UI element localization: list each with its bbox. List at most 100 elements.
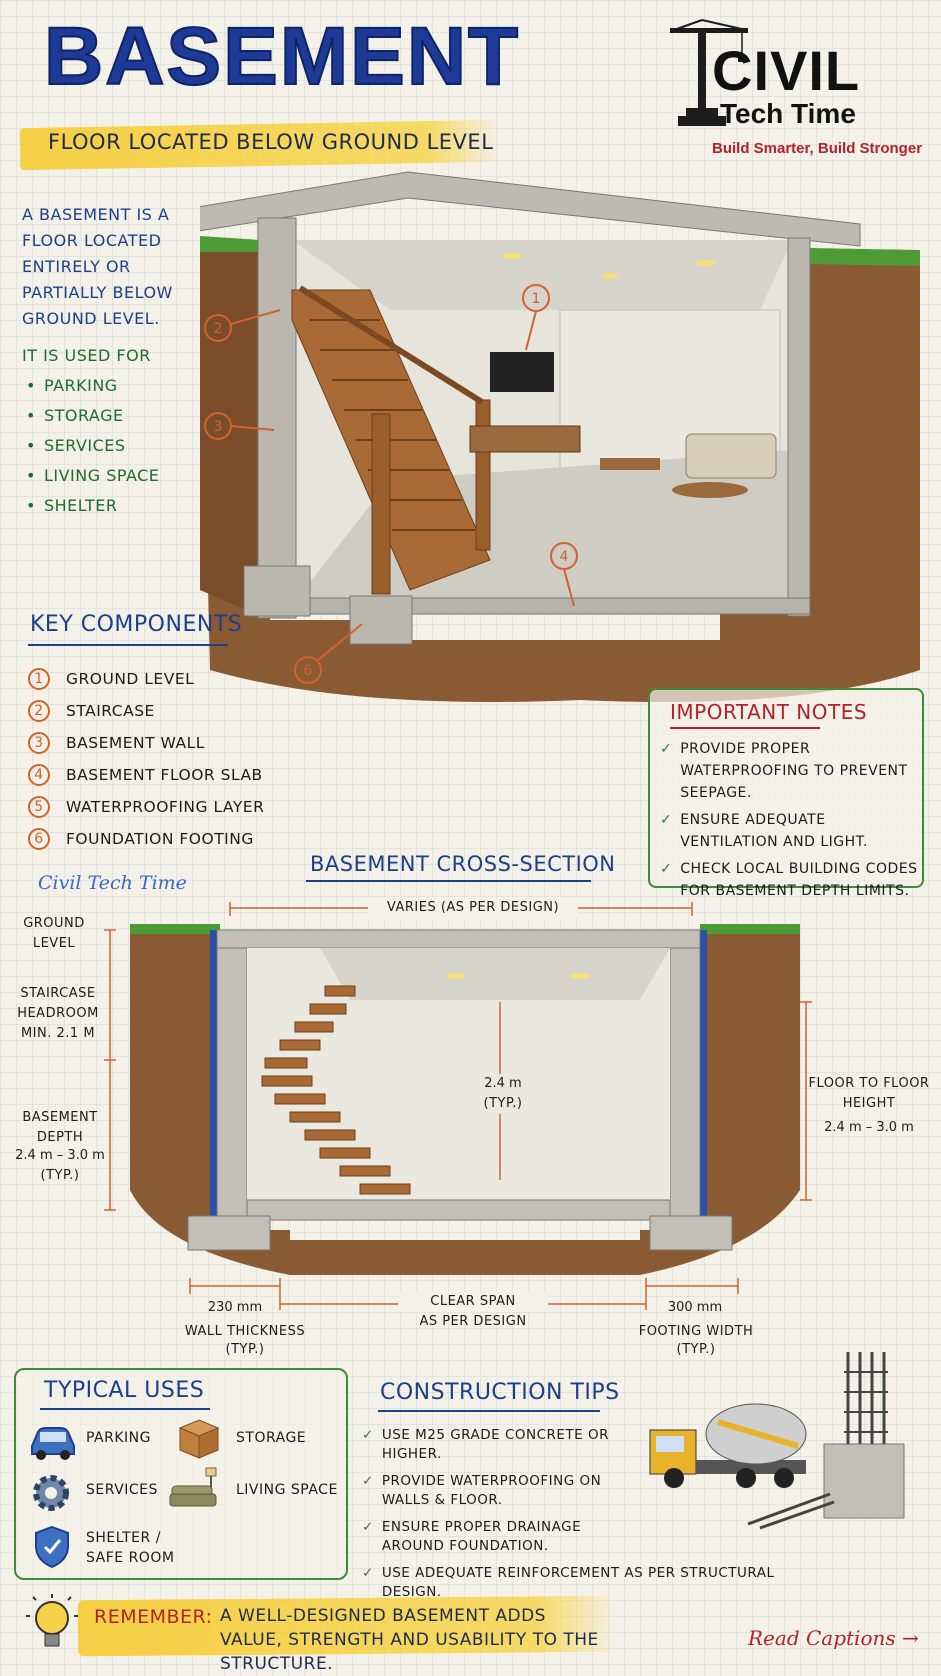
check-icon: ✓ [362,1565,374,1581]
uses-heading: IT IS USED FOR [22,346,151,365]
basement-wall-right [787,237,811,617]
tv [490,352,554,392]
use-label-shelter: SHELTER / [86,1530,161,1546]
list-item: ✓ USE ADEQUATE REINFORCEMENT AS PER STRUC… [362,1564,812,1602]
use-label-parking: PARKING [86,1430,151,1446]
number-badge: 2 [28,700,50,722]
gear-icon [33,1475,69,1511]
soil-mass [200,250,920,702]
typical-uses-box [14,1368,348,1580]
use-label-living-space: LIVING SPACE [236,1482,338,1498]
important-notes-box [648,688,924,888]
side-table [672,482,748,498]
cross-section-underline [306,880,591,882]
important-notes-title: IMPORTANT NOTES [670,700,868,724]
list-item: STORAGE [26,406,159,436]
cross-section-title: BASEMENT CROSS-SECTION [310,852,616,876]
intro-text: A BASEMENT IS A FLOOR LOCATED ENTIRELY O… [22,205,173,328]
cross-section-diagram [104,902,812,1310]
dim-wall-typ: (TYP.) [225,1342,265,1357]
list-item: ✓PROVIDE PROPER WATERPROOFING TO PREVENT… [660,738,920,804]
basement-wall-left [257,217,297,619]
dim-clear-span: CLEAR SPAN [398,1292,548,1312]
check-icon: ✓ [660,741,673,757]
read-captions-link[interactable]: Read Captions → [748,1626,919,1650]
cross-wall-left [216,929,248,1231]
uses-list: PARKING STORAGE SERVICES LIVING SPACE SH… [26,376,159,526]
footing-left [243,565,311,617]
dim-inner-typ: (TYP.) [470,1094,536,1114]
number-badge: 3 [28,732,50,754]
tip-text: ENSURE PROPER DRAINAGE AROUND FOUNDATION… [381,1519,582,1554]
list-item: SERVICES [26,436,159,466]
callout-6 [294,656,322,684]
page-subtitle: FLOOR LOCATED BELOW GROUND LEVEL [48,130,494,154]
ground-slab [200,171,861,247]
cross-floor-slab [246,1199,671,1221]
basement-illustration: 1 2 3 4 6 [200,171,920,702]
dim-headroom: STAIRCASE HEADROOM MIN. 2.1 m [17,986,99,1041]
sofa [685,433,777,479]
dim-wall-thickness: 230 mm [207,1300,263,1315]
callout-1-label: 1 [532,291,541,307]
dim-footing-label: FOOTING WIDTH [638,1324,754,1339]
cross-footing-left [187,1215,271,1251]
waterproofing-right [700,930,707,1230]
check-icon: ✓ [660,861,673,877]
dim-clear-span-sub: AS PER DESIGN [419,1314,527,1329]
check-icon: ✓ [660,812,673,828]
dim-ground-level: GROUND LEVEL [23,916,85,951]
cross-top-slab [216,929,701,949]
tip-text: USE ADEQUATE REINFORCEMENT AS PER STRUCT… [381,1565,775,1600]
cross-footing-right [649,1215,733,1251]
sofa-icon [169,1467,217,1507]
key-components-title: KEY COMPONENTS [30,612,243,637]
shield-icon [35,1525,69,1569]
component-label: WATERPROOFING LAYER [66,798,265,816]
typical-uses-underline [40,1408,210,1410]
number-badge: 6 [28,828,50,850]
key-components-underline [28,644,228,646]
cross-staircase [261,985,411,1195]
construction-tips-underline [378,1410,600,1412]
remember-label: REMEMBER: [94,1606,213,1628]
lightbulb-icon [26,1594,78,1647]
callout-2-label: 2 [214,321,223,337]
important-notes-underline [670,727,820,729]
component-label: STAIRCASE [66,702,155,720]
list-item: PARKING [26,376,159,406]
callout-6-label: 6 [304,663,313,679]
cross-grass-left [130,924,220,934]
list-item: 2 STAIRCASE [28,695,264,727]
list-item: ✓ ENSURE PROPER DRAINAGE AROUND FOUNDATIO… [362,1518,812,1556]
list-item: ✓ USE M25 GRADE CONCRETE OR HIGHER. [362,1426,812,1464]
check-icon: ✓ [362,1473,374,1489]
number-badge: 1 [28,668,50,690]
dim-wall-label: WALL THICKNESS [184,1324,306,1339]
tip-text: USE M25 GRADE CONCRETE OR HIGHER. [381,1427,610,1462]
dim-top-width: VARIES (AS PER DESIGN) [368,898,578,918]
list-item: ✓CHECK LOCAL BUILDING CODES FOR BASEMENT… [660,858,920,902]
remember-text: A WELL-DESIGNED BASEMENT ADDS VALUE, STR… [220,1606,599,1674]
important-notes-list: ✓PROVIDE PROPER WATERPROOFING TO PREVENT… [660,738,920,907]
brand-name-line2: Tech Time [720,98,856,129]
tip-text: PROVIDE WATERPROOFING ON WALLS & FLOOR. [381,1473,602,1508]
concrete-mixer-illustration [649,1352,905,1530]
check-icon: ✓ [362,1519,374,1535]
construction-tips-list: ✓ USE M25 GRADE CONCRETE OR HIGHER. ✓ PROV… [362,1426,812,1610]
note-text: ENSURE ADEQUATE VENTILATION AND LIGHT. [680,812,868,850]
cross-grass-right [700,924,800,934]
handrail [298,285,484,405]
waterproofing-left [210,930,217,1230]
dim-footing-width: 300 mm [667,1300,723,1315]
dim-ftf-value: 2.4 m – 3.0 m [824,1120,914,1135]
dim-depth-typ: (TYP.) [40,1168,80,1183]
use-label-safe-room: SAFE ROOM [86,1550,175,1566]
cross-wall-right [669,929,701,1231]
page-title: BASEMENT [43,10,521,103]
check-icon: ✓ [362,1427,374,1443]
